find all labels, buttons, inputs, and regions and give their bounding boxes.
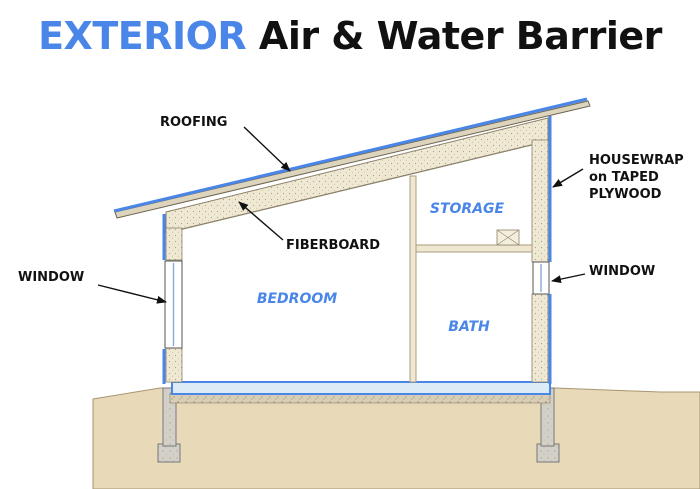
left-wall-insulation-lower <box>165 347 183 383</box>
room-label-storage: STORAGE <box>430 201 505 217</box>
floor-slab <box>171 381 551 395</box>
title-rest: Air & Water Barrier <box>258 14 663 58</box>
leader-window-right <box>551 273 586 284</box>
left-wall-insulation-upper <box>165 227 183 261</box>
callout-window-left: WINDOW <box>18 270 84 285</box>
right-wall-insulation-lower <box>531 293 549 383</box>
room-label-bedroom: BEDROOM <box>257 291 337 307</box>
callout-roofing: ROOFING <box>160 115 227 130</box>
interior-space <box>181 148 530 381</box>
leader-window-left <box>97 284 167 304</box>
partition-wall <box>409 175 417 383</box>
page-title: EXTERIOR Air & Water Barrier <box>0 14 700 58</box>
storage-floor <box>415 244 533 253</box>
footing-left <box>157 443 181 463</box>
leader-fiberboard <box>238 201 284 241</box>
roof-deck <box>114 100 591 219</box>
ceiling-line <box>165 140 549 234</box>
footing-right <box>536 443 560 463</box>
callout-housewrap-line1: HOUSEWRAP <box>589 153 684 168</box>
roofing-membrane <box>113 97 588 213</box>
leader-roofing <box>243 126 291 172</box>
title-accent: EXTERIOR <box>38 14 247 58</box>
room-label-bath: BATH <box>448 319 490 335</box>
callout-fiberboard: FIBERBOARD <box>286 238 380 253</box>
callout-housewrap-line3: PLYWOOD <box>589 187 662 202</box>
right-wall-insulation-upper <box>531 139 549 263</box>
leader-housewrap <box>552 168 584 188</box>
joist-cross-2 <box>496 229 520 246</box>
callout-window-right: WINDOW <box>589 264 655 279</box>
callout-housewrap-line2: on TAPED <box>589 170 659 185</box>
